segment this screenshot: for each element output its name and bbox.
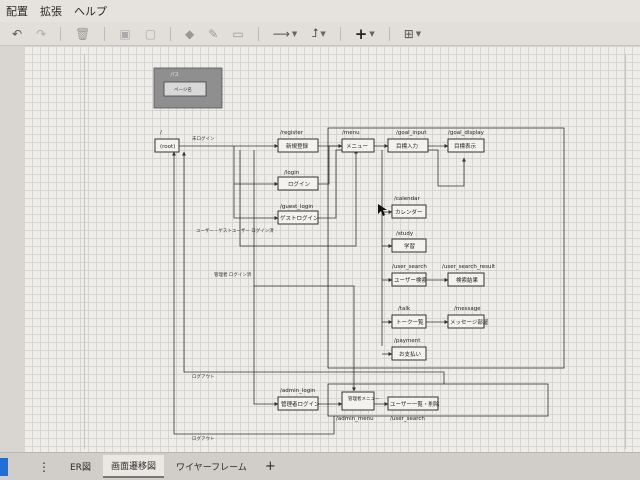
svg-text:目標入力: 目標入力: [396, 142, 418, 150]
mouse-cursor-icon: [378, 204, 387, 216]
svg-text:メニュー: メニュー: [346, 143, 368, 150]
diagram-canvas[interactable]: パス ページ名: [24, 46, 640, 452]
svg-text:ユーザー検索: ユーザー検索: [394, 276, 427, 284]
svg-text:/goal_input: /goal_input: [396, 130, 427, 136]
edge-label-user-guest: ユーザー・ゲストユーザー ログイン済: [196, 227, 274, 234]
legend-title: パス: [170, 72, 179, 78]
line-color-icon[interactable]: ✎: [208, 26, 219, 41]
svg-text:/goal_display: /goal_display: [448, 130, 485, 136]
svg-text:/: /: [160, 130, 162, 136]
node-study[interactable]: /study 学習: [391, 231, 427, 253]
format-panel-toggle[interactable]: [0, 457, 8, 476]
node-guest-login[interactable]: /guest_login ゲストログイン: [277, 204, 319, 225]
menu-extras[interactable]: 拡張: [40, 5, 62, 18]
svg-text:トーク一覧: トーク一覧: [396, 318, 424, 326]
admin-group-container: [327, 383, 549, 417]
to-front-icon[interactable]: ▣: [119, 26, 131, 41]
node-admin-menu[interactable]: 管理者メニュー /admin_menu: [336, 391, 380, 422]
svg-text:新規登録: 新規登録: [286, 142, 309, 150]
legend[interactable]: パス ページ名: [153, 67, 223, 109]
svg-text:ゲストログイン: ゲストログイン: [280, 214, 319, 222]
svg-text:/payment: /payment: [394, 338, 421, 344]
node-payment[interactable]: /payment お支払い: [391, 338, 427, 361]
svg-text:ユーザー一覧・削除: ユーザー一覧・削除: [390, 400, 440, 408]
tab-er-diagram[interactable]: ER図: [70, 463, 91, 473]
edge-label-logout-admin: ログアウト: [192, 435, 215, 442]
insert-icon[interactable]: +▼: [354, 24, 375, 43]
svg-text:お支払い: お支払い: [399, 350, 422, 358]
node-user-search-result[interactable]: /user_search_result 検索結果: [442, 264, 496, 287]
toolbar-divider: [257, 26, 259, 41]
svg-text:目標表示: 目標表示: [454, 142, 477, 150]
svg-text:/calendar: /calendar: [394, 196, 421, 202]
svg-text:/guest_login: /guest_login: [280, 204, 314, 210]
page-area: [84, 54, 626, 449]
edge-label-admin: 管理者 ログイン済: [214, 271, 252, 278]
connection-icon[interactable]: ⟶▼: [272, 26, 298, 41]
svg-text:/login: /login: [284, 170, 300, 176]
add-page-button[interactable]: +: [264, 459, 276, 474]
shadow-icon[interactable]: ▭: [232, 26, 244, 41]
node-user-list[interactable]: ユーザー一覧・削除 /user_search: [387, 396, 440, 422]
svg-text:/message: /message: [454, 306, 481, 312]
node-calendar[interactable]: /calendar カレンダー: [391, 196, 427, 219]
svg-text:/user_search_result: /user_search_result: [442, 264, 496, 270]
edges: [172, 144, 466, 435]
toolbar-divider: [104, 26, 106, 41]
svg-text:メッセージ部屋: メッセージ部屋: [450, 318, 489, 326]
svg-text:(root): (root): [160, 144, 175, 150]
delete-icon[interactable]: 🗑: [75, 26, 91, 41]
waypoints-icon[interactable]: ⮥▼: [311, 26, 326, 40]
left-shape-panel[interactable]: [0, 46, 25, 452]
svg-text:管理者メニュー: 管理者メニュー: [348, 395, 380, 402]
menu-arrange[interactable]: 配置: [6, 5, 28, 18]
node-message[interactable]: /message メッセージ部屋: [447, 306, 489, 329]
svg-text:/admin_login: /admin_login: [280, 388, 316, 394]
svg-text:/user_search: /user_search: [392, 264, 427, 270]
edge-label-not-logged-in: 未ログイン: [192, 135, 215, 142]
toolbar-divider: [60, 26, 62, 41]
svg-text:ログイン: ログイン: [288, 180, 311, 188]
toolbar-divider: [170, 26, 172, 41]
node-goal-input[interactable]: /goal_input 目標入力: [387, 130, 429, 153]
page-tab-bar: ⋮ ER図 画面遷移図 ワイヤーフレーム +: [0, 452, 640, 480]
node-goal-display[interactable]: /goal_display 目標表示: [447, 130, 485, 153]
svg-text:学習: 学習: [404, 242, 415, 250]
menu-group-container: [327, 127, 565, 369]
to-back-icon[interactable]: ▢: [144, 26, 157, 41]
toolbar: ↶ ↷ 🗑 ▣ ▢ ◆ ✎ ▭ ⟶▼ ⮥▼ +▼ ⊞▼: [0, 22, 640, 46]
svg-text:/study: /study: [396, 231, 414, 237]
redo-icon[interactable]: ↷: [36, 26, 47, 41]
svg-text:/talk: /talk: [398, 306, 411, 312]
svg-text:/register: /register: [280, 130, 304, 136]
node-talk[interactable]: /talk トーク一覧: [391, 306, 427, 329]
svg-text:カレンダー: カレンダー: [395, 208, 423, 216]
edge-label-logout: ログアウト: [192, 373, 215, 380]
undo-icon[interactable]: ↶: [12, 26, 23, 41]
svg-text:/menu: /menu: [342, 130, 360, 136]
legend-box-label: ページ名: [174, 86, 192, 93]
node-user-search[interactable]: /user_search ユーザー検索: [391, 264, 427, 287]
svg-text:/user_search: /user_search: [390, 416, 425, 422]
node-root[interactable]: / (root): [154, 130, 180, 153]
menu-bar: 配置 拡張 ヘルプ: [0, 0, 640, 22]
node-register[interactable]: /register 新規登録: [277, 130, 319, 153]
page-menu-icon[interactable]: ⋮: [38, 459, 50, 474]
tab-screen-transition[interactable]: 画面遷移図: [102, 455, 164, 478]
menu-help[interactable]: ヘルプ: [74, 5, 107, 18]
node-menu[interactable]: /menu メニュー: [341, 130, 375, 153]
fill-color-icon[interactable]: ◆: [185, 26, 195, 41]
tab-wireframe[interactable]: ワイヤーフレーム: [175, 463, 247, 473]
toolbar-divider: [388, 26, 390, 41]
table-icon[interactable]: ⊞▼: [403, 26, 422, 41]
node-admin-login[interactable]: /admin_login 管理者ログイン: [277, 388, 320, 411]
svg-text:検索結果: 検索結果: [456, 276, 479, 284]
svg-text:/admin_menu: /admin_menu: [336, 416, 374, 422]
screen-transition-diagram: パス ページ名: [153, 67, 565, 442]
node-login[interactable]: /login ログイン: [277, 170, 319, 191]
toolbar-divider: [339, 26, 341, 41]
svg-text:管理者ログイン: 管理者ログイン: [281, 400, 320, 408]
